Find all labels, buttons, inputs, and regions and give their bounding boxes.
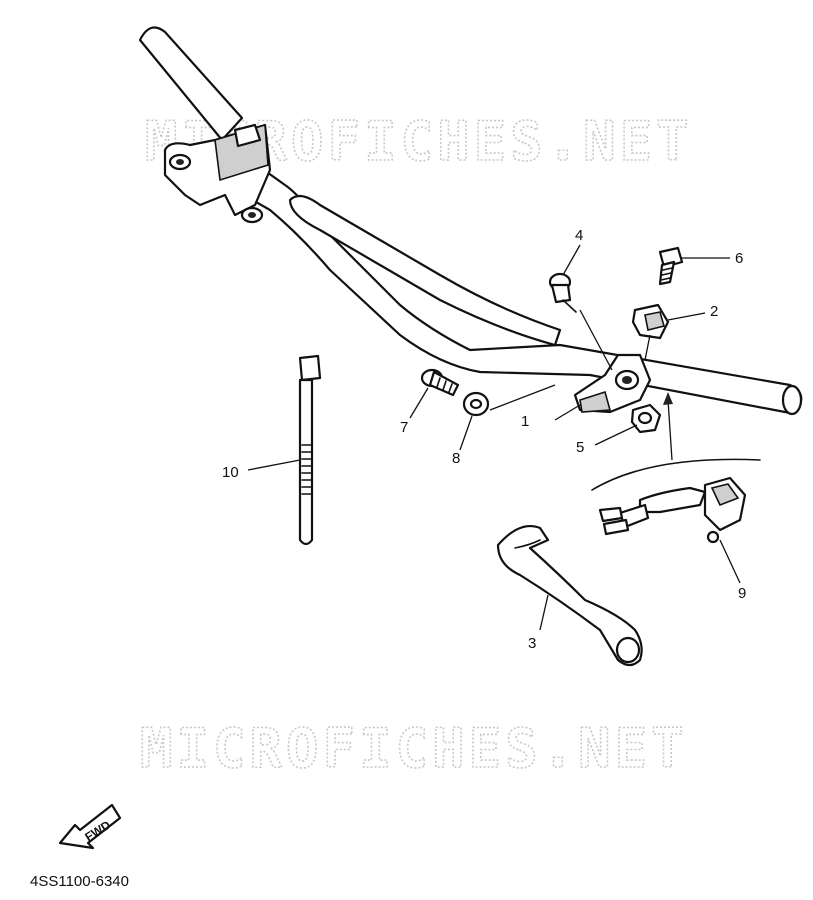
callout-1: 1 — [521, 413, 529, 430]
callout-7: 7 — [400, 419, 408, 436]
assembly-arrow — [663, 392, 673, 461]
part-5-nut — [630, 403, 662, 434]
part-1-lever-holder — [573, 353, 652, 414]
callout-2: 2 — [710, 303, 718, 320]
callout-10: 10 — [222, 464, 239, 481]
leader-lines — [247, 244, 741, 631]
callout-3: 3 — [528, 635, 536, 652]
callout-6: 6 — [735, 250, 743, 267]
part-4-pivot-bolt — [548, 272, 577, 313]
part-8-washer — [462, 391, 490, 417]
fwd-arrow-icon: FWD — [58, 803, 122, 850]
part-7-screw — [420, 368, 460, 397]
handlebar — [138, 26, 803, 416]
part-9-switch-assembly — [591, 458, 761, 544]
part-10-cable-tie — [298, 354, 322, 546]
diagram-code: 4SS1100-6340 — [30, 873, 129, 890]
callout-9: 9 — [738, 585, 746, 602]
callout-5: 5 — [576, 439, 584, 456]
callout-8: 8 — [452, 450, 460, 467]
part-2-bracket — [631, 303, 670, 340]
watermark-bottom: MICROFICHES.NET — [140, 717, 688, 780]
part-3-lever — [496, 524, 643, 667]
left-clamp-assembly — [163, 123, 272, 224]
callout-4: 4 — [575, 227, 583, 244]
part-6-bolt — [658, 246, 684, 286]
